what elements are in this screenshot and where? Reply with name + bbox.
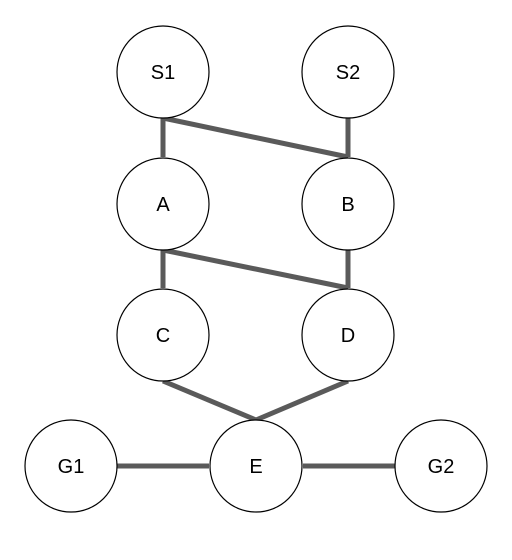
nodes-layer: S1 S2 A B C D E G1 [24,25,488,513]
node-s2: S2 [301,25,395,119]
node-s1-circle [116,25,210,119]
node-d-label: D [341,325,355,347]
node-s2-circle [301,25,395,119]
node-g1-label: G1 [58,456,85,478]
node-a: A [116,157,210,251]
node-s1: S1 [116,25,210,119]
node-b-label: B [341,194,354,216]
node-e-label: E [249,456,262,478]
edge-s1-b [162,115,349,160]
edge-c-e [162,378,257,423]
node-e: E [209,419,303,513]
edge-d-e [255,378,349,423]
node-c: C [116,288,210,382]
node-d-circle [301,288,395,382]
node-g1-circle [24,419,118,513]
node-c-circle [116,288,210,382]
edge-a-d [162,247,349,291]
node-g2-label: G2 [428,456,455,478]
node-s2-label: S2 [336,62,360,84]
node-c-label: C [156,325,170,347]
node-a-circle [116,157,210,251]
node-g2-circle [394,419,488,513]
node-b: B [301,157,395,251]
node-a-label: A [156,194,170,216]
node-d: D [301,288,395,382]
node-g2: G2 [394,419,488,513]
edges-layer [117,115,395,469]
node-s1-label: S1 [151,62,175,84]
node-e-circle [209,419,303,513]
node-g1: G1 [24,419,118,513]
node-b-circle [301,157,395,251]
